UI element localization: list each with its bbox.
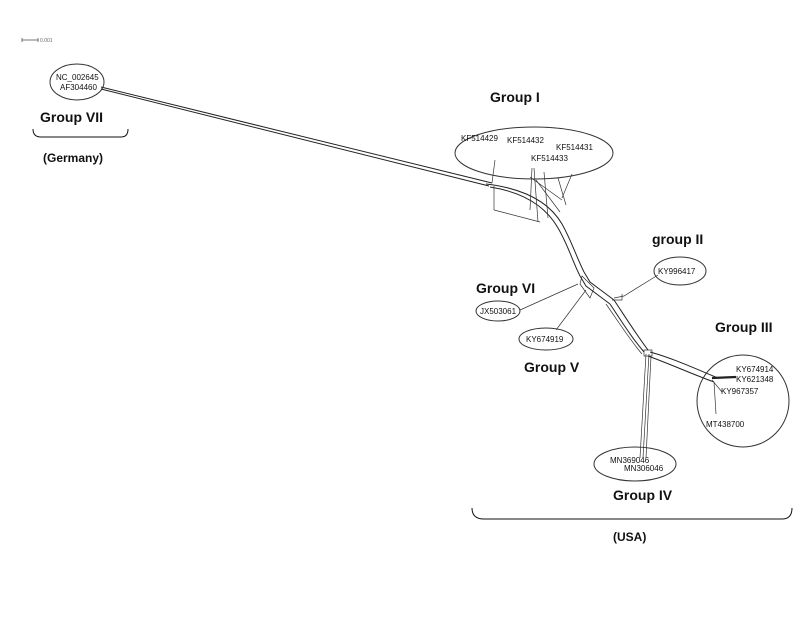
- edge-trunk-lower-2: [609, 303, 645, 353]
- edge-hub-2: [579, 275, 611, 305]
- label-jx503061: JX503061: [480, 307, 517, 316]
- label-group-iv: Group IV: [613, 487, 673, 503]
- edge-lower-hub-box: [643, 349, 653, 357]
- edge-trunk-upper: [485, 183, 585, 273]
- edge-group-iii-branch-2: [647, 355, 715, 383]
- edge-reticulation-6: [493, 209, 541, 223]
- label-ky674914: KY674914: [736, 365, 774, 374]
- label-ky967357: KY967357: [721, 387, 759, 396]
- edge-group-iv-3: [645, 355, 652, 459]
- label-group-v: Group V: [524, 359, 580, 375]
- edge-mt438700: [713, 381, 717, 415]
- edge-mn369046: [639, 353, 647, 459]
- label-nc-002645: NC_002645: [56, 73, 99, 82]
- cluster-group-i-outline: [454, 126, 614, 180]
- edge-reticulation-5: [535, 179, 561, 213]
- edge-ky967357: [711, 379, 723, 393]
- label-mt438700: MT438700: [706, 420, 745, 429]
- label-region-germany: (Germany): [43, 151, 103, 165]
- edge-ky996417: [613, 274, 659, 299]
- bracket-usa: [471, 507, 793, 520]
- label-kf514433: KF514433: [531, 154, 568, 163]
- label-mn369046: MN369046: [610, 456, 650, 465]
- region-brackets: (Germany) (USA): [32, 128, 793, 544]
- scale-bar: 0.001: [21, 38, 53, 44]
- label-group-vii: Group VII: [40, 109, 103, 125]
- edge-group-vii-branch-2: [100, 88, 490, 187]
- label-af304460: AF304460: [60, 83, 97, 92]
- cluster-group-iv-outline: [593, 446, 677, 482]
- label-mn306046: MN306046: [624, 464, 664, 473]
- bracket-germany: [32, 128, 129, 138]
- cluster-group-vii-outline: [49, 63, 105, 101]
- edge-ky674919: [555, 289, 587, 331]
- cluster-group-ii-outline: [653, 256, 707, 286]
- label-region-usa: (USA): [613, 530, 646, 544]
- edge-kf514432: [529, 167, 533, 211]
- label-kf514432: KF514432: [507, 136, 544, 145]
- edge-group-ii-box: [612, 294, 623, 301]
- label-kf514431: KF514431: [556, 143, 593, 152]
- cluster-group-v-outline: [518, 327, 574, 351]
- label-ky621348: KY621348: [736, 375, 774, 384]
- label-ky996417: KY996417: [658, 267, 696, 276]
- label-ky674919: KY674919: [526, 335, 564, 344]
- label-group-ii: group II: [652, 231, 703, 247]
- edge-trunk-lower-3: [605, 303, 643, 355]
- edge-ky674914-ky621348: [711, 375, 737, 380]
- group-labels: Group VII Group I group II Group VI Grou…: [40, 89, 773, 503]
- cluster-group-vi-outline: [475, 300, 521, 322]
- edge-reticulation-2: [533, 167, 539, 223]
- edge-reticulation-4: [529, 176, 563, 201]
- edge-group-vii-branch: [100, 86, 493, 184]
- edge-trunk-upper-2: [489, 186, 581, 277]
- scale-bar-label: 0.001: [40, 38, 53, 44]
- edge-reticulation-3: [557, 177, 567, 206]
- edge-hub-box: [579, 275, 595, 299]
- edge-kf514429: [491, 159, 496, 184]
- edge-jx503061: [519, 283, 579, 311]
- network-edges: [100, 86, 737, 459]
- label-group-iii: Group III: [715, 319, 773, 335]
- sequence-labels: NC_002645 AF304460 KF514429 KF514432 KF5…: [56, 73, 774, 473]
- label-kf514429: KF514429: [461, 134, 498, 143]
- label-group-vi: Group VI: [476, 280, 535, 296]
- label-group-i: Group I: [490, 89, 540, 105]
- edge-group-iii-branch: [649, 351, 719, 379]
- edge-kf514431: [561, 173, 573, 199]
- cluster-outlines: [49, 63, 790, 482]
- edge-kf514433: [543, 171, 549, 219]
- edge-mn306046: [642, 353, 650, 459]
- edge-hub: [583, 271, 615, 301]
- cluster-group-iii-outline: [696, 354, 790, 448]
- edge-trunk-lower: [613, 299, 649, 351]
